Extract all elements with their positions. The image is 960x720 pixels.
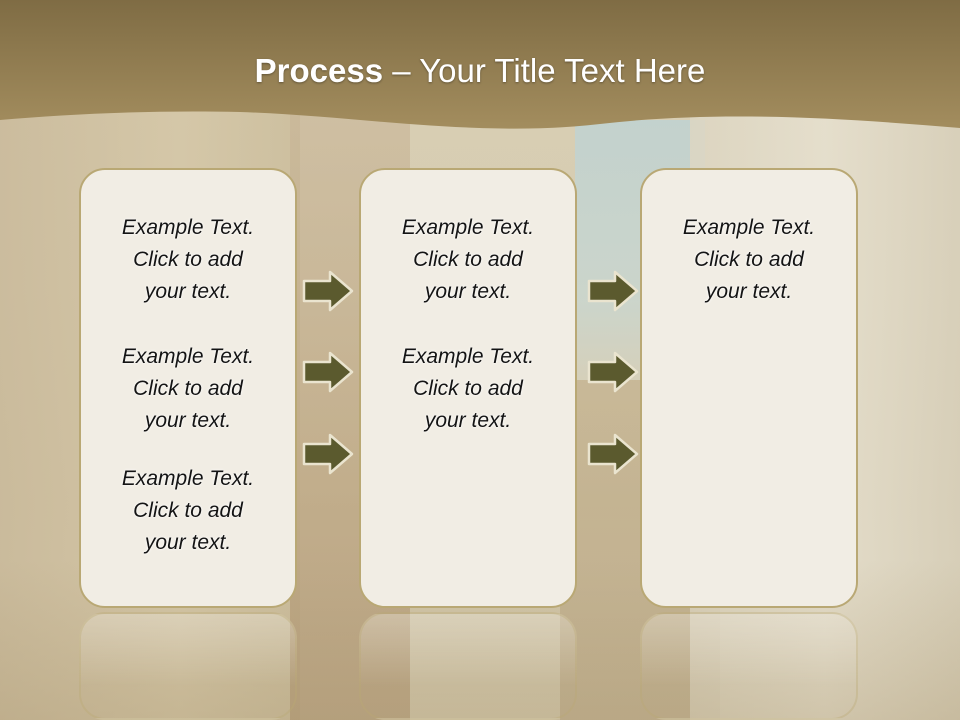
slide-title-rest: – Your Title Text Here (383, 52, 706, 89)
text-placeholder[interactable]: Example Text. Click to add your text. (81, 463, 295, 559)
box-reflection-3 (640, 612, 858, 720)
text-line: Click to add (133, 377, 243, 400)
text-line: your text. (144, 531, 232, 554)
text-line: Click to add (133, 248, 243, 271)
box-reflection-2 (359, 612, 577, 720)
text-placeholder[interactable]: Example Text. Click to add your text. (642, 212, 856, 308)
text-line: your text. (424, 409, 512, 432)
title-banner-shape (0, 0, 960, 129)
arrow-right-icon[interactable] (587, 433, 639, 475)
arrow-right-icon[interactable] (587, 270, 639, 312)
process-box-2[interactable]: Example Text. Click to add your text. Ex… (359, 168, 577, 608)
arrow-right-icon[interactable] (587, 351, 639, 393)
text-placeholder[interactable]: Example Text. Click to add your text. (361, 341, 575, 437)
process-box-3[interactable]: Example Text. Click to add your text. (640, 168, 858, 608)
box-reflection-1 (79, 612, 297, 720)
text-line: Example Text. (121, 467, 255, 490)
title-banner: Process – Your Title Text Here (0, 0, 960, 150)
text-line: Click to add (133, 499, 243, 522)
text-placeholder[interactable]: Example Text. Click to add your text. (81, 341, 295, 437)
text-line: Example Text. (682, 216, 816, 239)
text-line: Click to add (413, 377, 523, 400)
slide-title-bold: Process (254, 52, 384, 89)
text-line: your text. (144, 409, 232, 432)
text-line: Example Text. (121, 216, 255, 239)
text-line: your text. (144, 280, 232, 303)
process-box-1[interactable]: Example Text. Click to add your text. Ex… (79, 168, 297, 608)
text-line: Example Text. (401, 216, 535, 239)
arrow-right-icon[interactable] (302, 351, 354, 393)
text-line: Click to add (413, 248, 523, 271)
text-line: Example Text. (121, 345, 255, 368)
text-line: Click to add (694, 248, 804, 271)
text-placeholder[interactable]: Example Text. Click to add your text. (81, 212, 295, 308)
text-line: your text. (705, 280, 793, 303)
text-line: your text. (424, 280, 512, 303)
text-line: Example Text. (401, 345, 535, 368)
arrow-right-icon[interactable] (302, 433, 354, 475)
arrow-right-icon[interactable] (302, 270, 354, 312)
text-placeholder[interactable]: Example Text. Click to add your text. (361, 212, 575, 308)
slide-title[interactable]: Process – Your Title Text Here (0, 52, 960, 90)
